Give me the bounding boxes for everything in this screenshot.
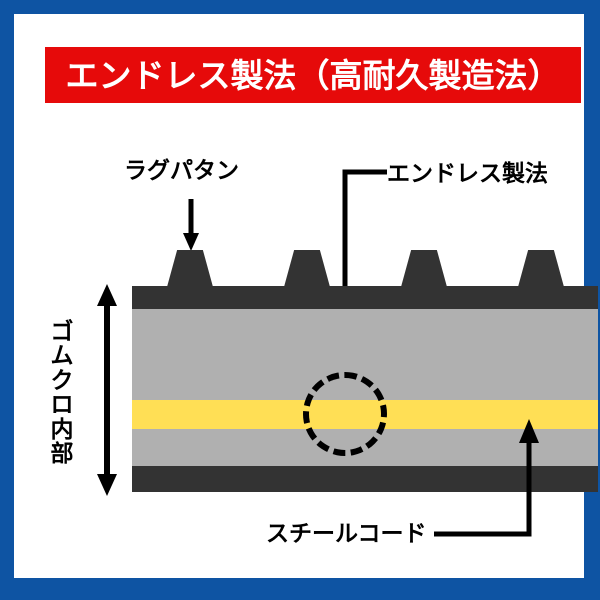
rubber-interior-char-5: 内: [50, 415, 74, 442]
down-arrow-icon: [183, 199, 199, 251]
page-title: エンドレス製法（高耐久製造法）: [65, 56, 561, 94]
rubber-interior-char-1: ゴ: [50, 318, 74, 344]
lug-block: [401, 250, 447, 287]
layer-tread-rubber: [132, 286, 598, 309]
double-headed-vertical-arrow-icon: [97, 284, 117, 496]
lug-pattern-label: ラグパタン: [124, 157, 239, 183]
lug-block: [284, 250, 330, 287]
detail-highlight-circle: [303, 372, 387, 456]
title-banner: エンドレス製法（高耐久製造法）: [45, 47, 581, 103]
rubber-track-cross-section: [132, 250, 598, 492]
endless-method-label: エンドレス製法: [387, 160, 548, 186]
rubber-interior-char-4: ロ: [50, 391, 74, 418]
white-panel: エンドレス製法（高耐久製造法） ラグパタン エンドレス製法 ゴ ム ク ロ 内 …: [14, 14, 598, 578]
steel-cord-label: スチールコード: [266, 520, 427, 546]
rubber-interior-label: ゴ ム ク ロ 内 部: [48, 318, 76, 466]
rubber-interior-char-3: ク: [50, 366, 74, 393]
lug-block: [167, 250, 213, 287]
lug-block: [518, 250, 564, 287]
rubber-interior-char-6: 部: [50, 439, 74, 466]
layer-base-rubber: [132, 466, 598, 492]
rubber-interior-char-2: ム: [50, 342, 74, 369]
elbow-leader-arrow-icon: [434, 419, 539, 537]
